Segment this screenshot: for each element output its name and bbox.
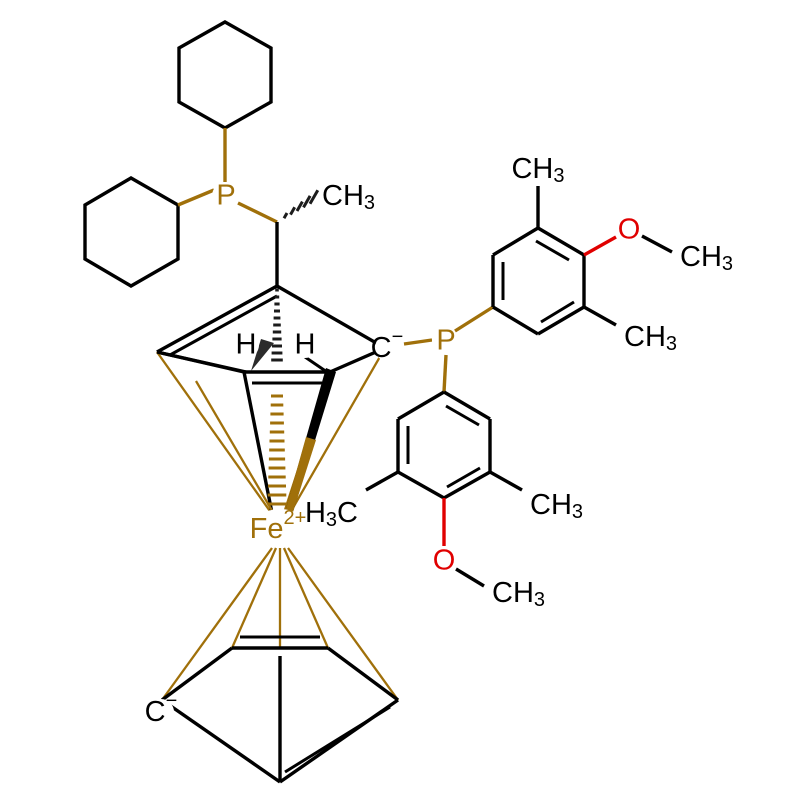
lower-cp-ring — [160, 635, 400, 784]
methyl-aryl-lower-right-label: CH3 — [530, 489, 583, 524]
methoxy-top-label: CH3 — [680, 241, 733, 276]
bond-aryl-upper-methyl-right — [583, 305, 617, 327]
carbanion-upper-label: C− — [371, 326, 404, 363]
bond-cyclohexyl-left-p — [177, 188, 215, 207]
phosphorus-right-label: P — [436, 325, 455, 357]
methyl-aryl-right-label: CH3 — [624, 321, 677, 356]
bond-oxygen-methyl-top — [641, 234, 673, 254]
oxygen-bottom-right-atom: O — [431, 545, 457, 577]
iron-to-lower-cp-bonds — [161, 547, 399, 701]
hydrogen-right-group: H — [292, 329, 328, 374]
carbanion-lower-atom: C− — [145, 690, 178, 727]
bond-aryl-lower-methyl-right — [489, 470, 523, 492]
aryl-ring-lower — [396, 390, 492, 500]
phosphorus-right-atom: P — [432, 325, 460, 357]
bond-carbanion-phosphorus — [403, 338, 433, 346]
iron-label: Fe2+ — [250, 507, 307, 544]
bond-phosphorus-aryl-upper — [454, 305, 494, 333]
iron-atom: Fe2+ — [250, 507, 308, 547]
hydrogen-left-label: H — [236, 329, 257, 361]
oxygen-top-right-atom: O — [616, 214, 642, 246]
oxygen-bottom-right-label: O — [433, 545, 456, 577]
bond-phosphorus-aryl-lower — [442, 354, 448, 393]
hydrogen-left-group: H — [233, 329, 274, 371]
methyl-stereocenter-label: CH3 — [322, 180, 375, 215]
methyl-aryl-lower-left-label: H3C — [305, 497, 358, 532]
bond-aryl-lower-methyl-left — [365, 470, 399, 492]
hashed-bond-cp-iron — [267, 394, 287, 506]
bond-p-stereocenter — [237, 201, 278, 224]
phosphorus-upper-left-atom: P — [212, 180, 240, 212]
wedge-cp-iron-gold — [285, 437, 316, 512]
cyclohexyl-ring-top — [177, 20, 273, 130]
methyl-stereocenter-label-group: CH3 — [322, 180, 375, 215]
oxygen-top-right-label: O — [618, 214, 641, 246]
phosphorus-upper-left-label: P — [216, 180, 235, 212]
carbanion-lower-label: C− — [145, 690, 178, 727]
methyl-aryl-top-label: CH3 — [511, 153, 564, 188]
bond-oxygen-methyl-bottom — [455, 567, 485, 588]
hydrogen-right-label: H — [295, 329, 316, 361]
bond-aryl-upper-oxygen — [583, 235, 617, 257]
methoxy-bottom-label: CH3 — [492, 577, 545, 612]
carbanion-upper-atom: C− — [371, 326, 404, 363]
hashed-wedge-methyl — [282, 189, 320, 219]
cyclohexyl-ring-left — [83, 176, 180, 288]
aryl-ring-upper — [491, 226, 586, 336]
hashed-wedge-cp-stereocenter — [271, 288, 283, 362]
upper-cp-ring — [156, 284, 386, 385]
